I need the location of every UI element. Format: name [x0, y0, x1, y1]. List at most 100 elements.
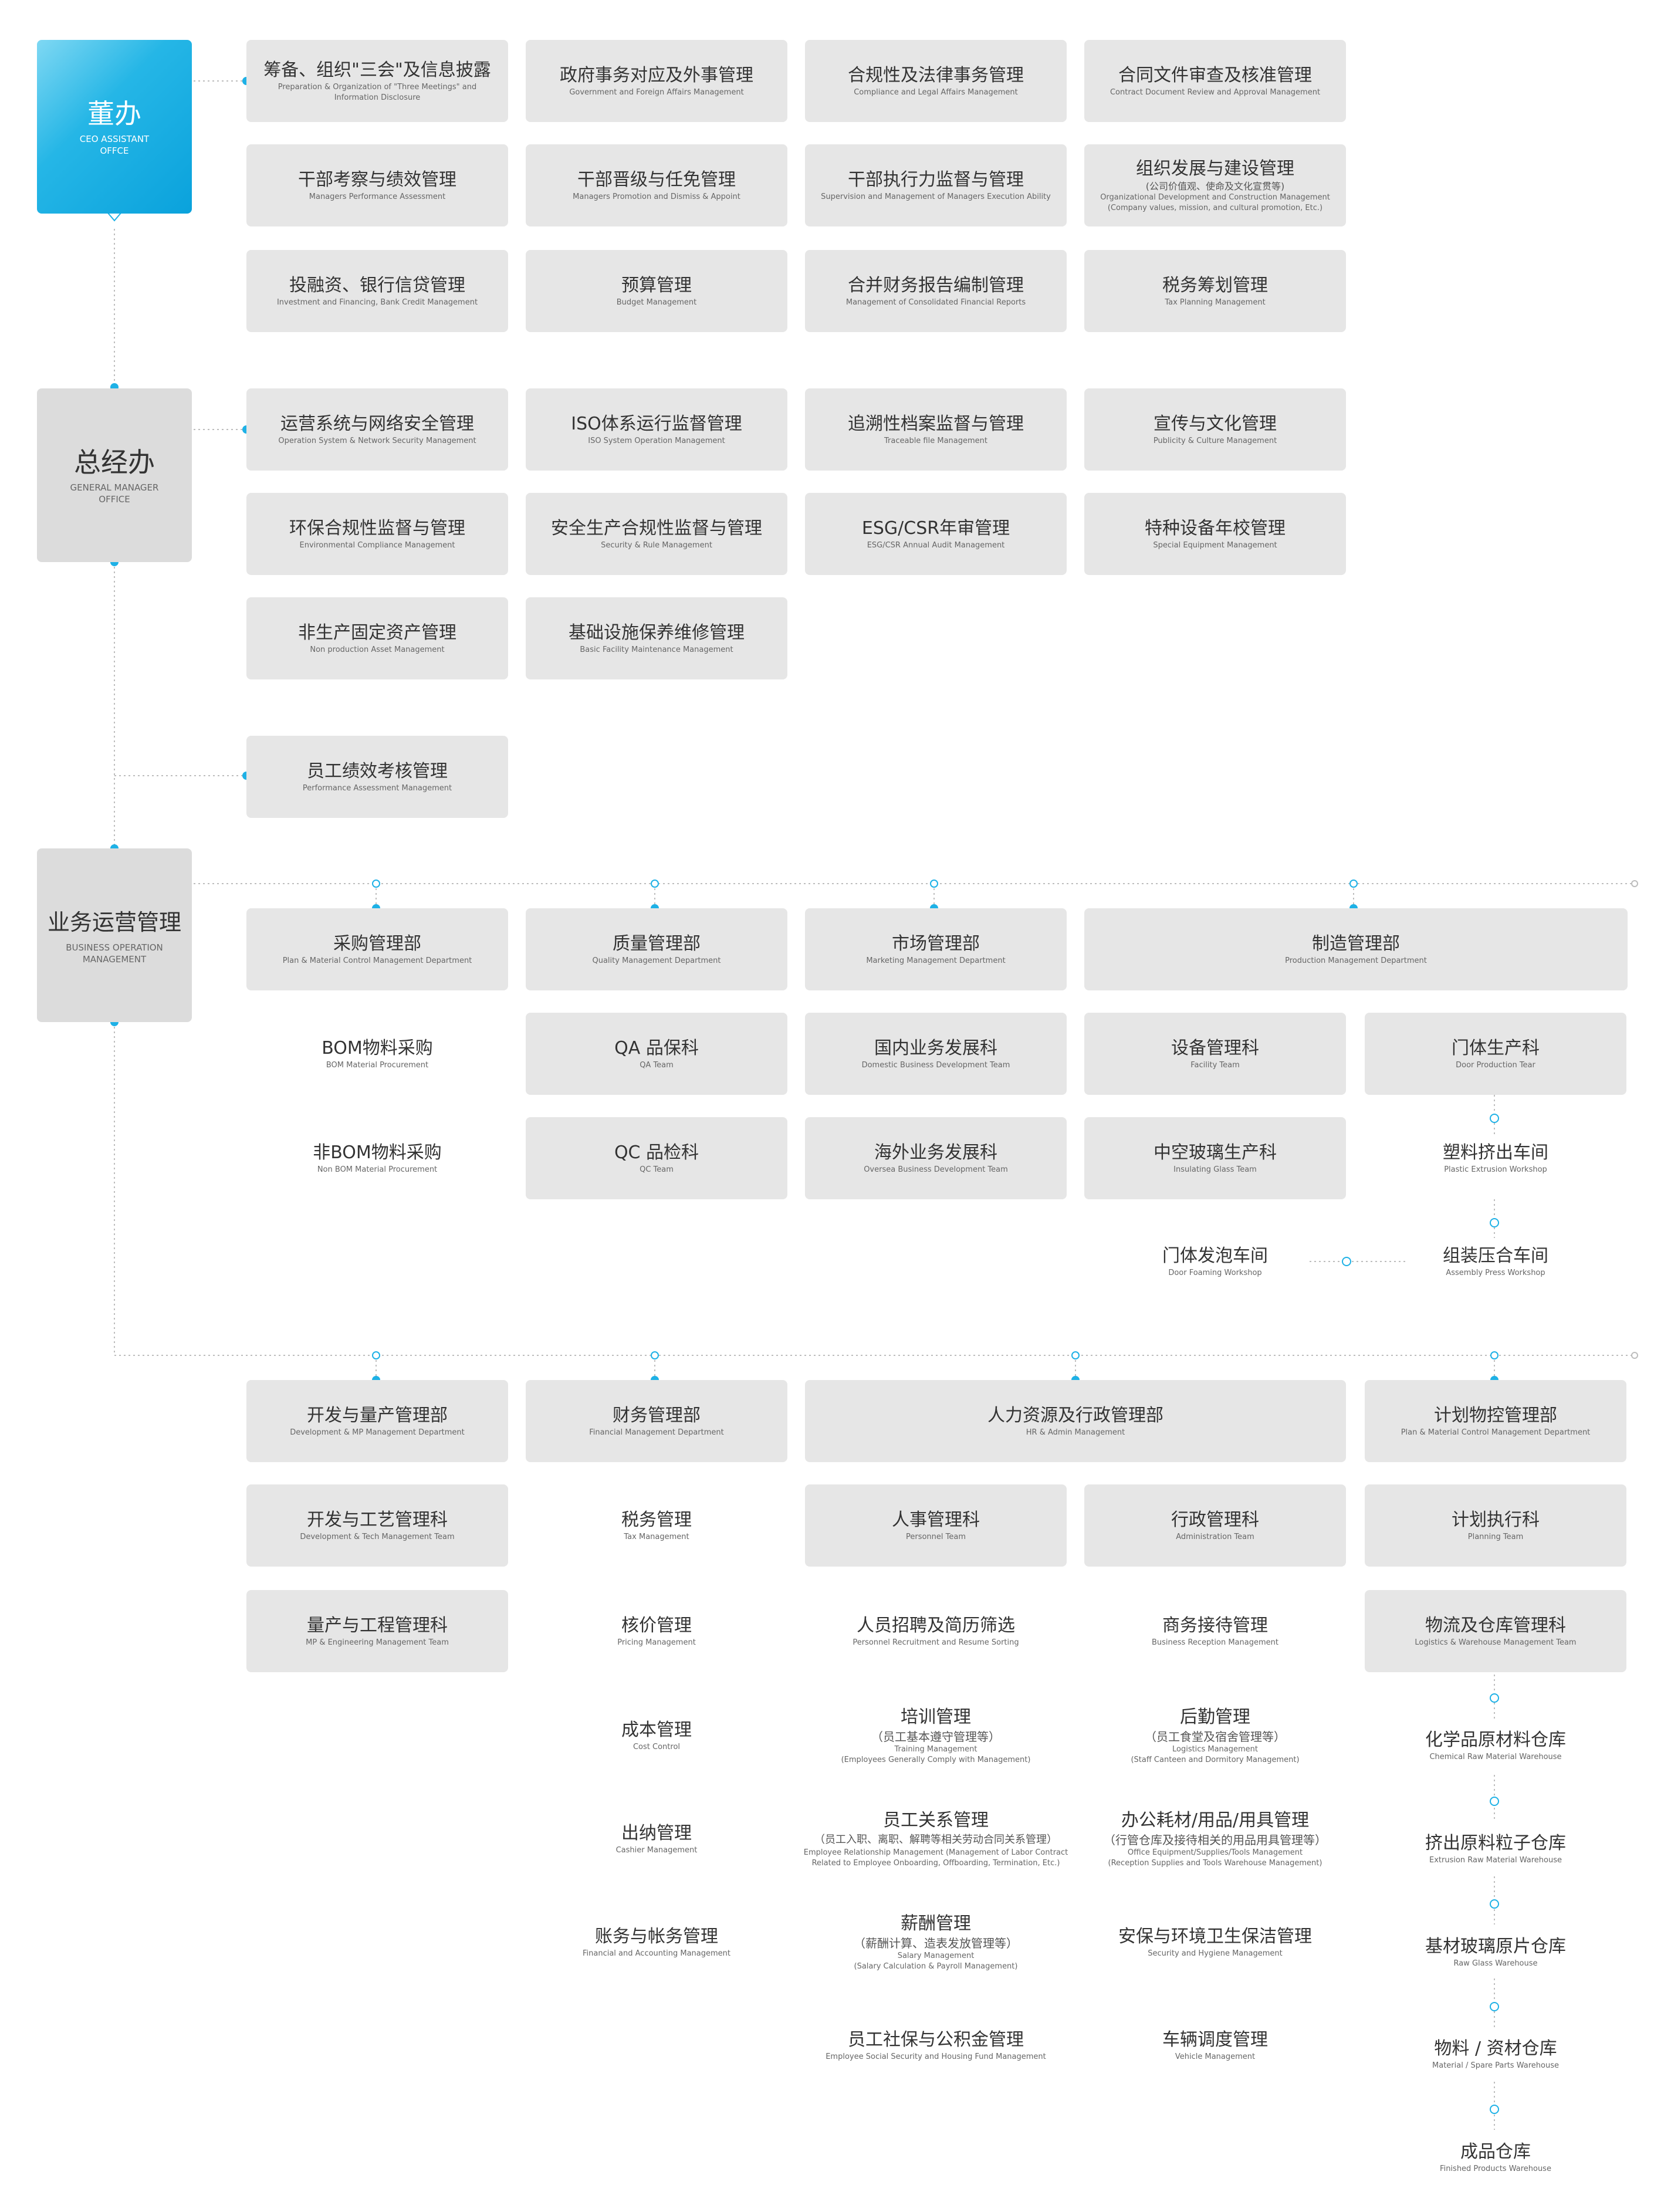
plan-logistics-warehouse-team[interactable]: 物流及仓库管理科 Logistics & Warehouse Managemen… [1365, 1590, 1626, 1672]
dept-quality[interactable]: 质量管理部 Quality Management Department [526, 908, 787, 990]
gm-item-traceable-file[interactable]: 追溯性档案监督与管理 Traceable file Management [805, 388, 1067, 471]
production-door-foaming[interactable]: 门体发泡车间 Door Foaming Workshop [1084, 1220, 1346, 1303]
item-subtitle: Security & Rule Management [601, 541, 712, 550]
general-manager-office[interactable]: 总经办 GENERAL MANAGER OFFICE [37, 388, 192, 562]
warehouse-finished-products[interactable]: 成品仓库 Finished Products Warehouse [1365, 2125, 1626, 2190]
item-subtitle: Pricing Management [617, 1638, 696, 1647]
hr-training[interactable]: 培训管理 （员工基本遵守管理等） Training Management (Em… [805, 1694, 1067, 1777]
gm-item-iso-system[interactable]: ISO体系运行监督管理 ISO System Operation Managem… [526, 388, 787, 471]
item-title: 组织发展与建设管理 [1136, 158, 1294, 179]
item-subtitle-2: (Employees Generally Comply with Managem… [841, 1756, 1031, 1764]
item-title: 门体生产科 [1452, 1038, 1540, 1058]
admin-security-hygiene[interactable]: 安保与环境卫生保洁管理 Security and Hygiene Managem… [1084, 1901, 1346, 1983]
purchasing-non-bom[interactable]: 非BOM物料采购 Non BOM Material Procurement [246, 1117, 508, 1199]
ceo-item-managers-execution[interactable]: 干部执行力监督与管理 Supervision and Management of… [805, 144, 1067, 226]
dept-purchasing[interactable]: 采购管理部 Plan & Material Control Management… [246, 908, 508, 990]
production-plastic-extrusion[interactable]: 塑料挤出车间 Plastic Extrusion Workshop [1365, 1117, 1626, 1199]
item-subtitle: Security and Hygiene Management [1148, 1949, 1283, 1958]
hr-social-security[interactable]: 员工社保与公积金管理 Employee Social Security and … [805, 2004, 1067, 2086]
business-operation-management[interactable]: 业务运营管理 BUSINESS OPERATION MANAGEMENT [37, 848, 192, 1022]
item-subtitle: Managers Performance Assessment [309, 192, 446, 201]
item-title: 办公耗材/用品/用具管理 [1121, 1810, 1310, 1831]
ceo-item-three-meetings[interactable]: 筹备、组织"三会"及信息披露 Preparation & Organizatio… [246, 40, 508, 122]
ceo-item-organization-development[interactable]: 组织发展与建设管理 (公司价值观、使命及文化宣贯等) Organizationa… [1084, 144, 1346, 226]
gm-item-publicity-culture[interactable]: 宣传与文化管理 Publicity & Culture Management [1084, 388, 1346, 471]
hr-salary[interactable]: 薪酬管理 （薪酬计算、造表发放管理等） Salary Management (S… [805, 1901, 1067, 1983]
hr-recruitment[interactable]: 人员招聘及简历筛选 Personnel Recruitment and Resu… [805, 1590, 1067, 1672]
admin-business-reception[interactable]: 商务接待管理 Business Reception Management [1084, 1590, 1346, 1672]
item-title: 出纳管理 [621, 1823, 692, 1844]
dept-marketing[interactable]: 市场管理部 Marketing Management Department [805, 908, 1067, 990]
warehouse-extrusion-raw[interactable]: 挤出原料粒子仓库 Extrusion Raw Material Warehous… [1365, 1817, 1626, 1881]
ceo-item-government-affairs[interactable]: 政府事务对应及外事管理 Government and Foreign Affai… [526, 40, 787, 122]
warehouse-chemical-raw[interactable]: 化学品原材料仓库 Chemical Raw Material Warehouse [1365, 1713, 1626, 1778]
quality-qa-team[interactable]: QA 品保科 QA Team [526, 1013, 787, 1095]
plan-planning-team[interactable]: 计划执行科 Planning Team [1365, 1484, 1626, 1567]
ceo-item-budget[interactable]: 预算管理 Budget Management [526, 250, 787, 332]
item-subtitle: Non production Asset Management [310, 645, 445, 654]
dev-tech-team[interactable]: 开发与工艺管理科 Development & Tech Management T… [246, 1484, 508, 1567]
finance-accounting[interactable]: 账务与帐务管理 Financial and Accounting Managem… [526, 1901, 787, 1983]
item-subtitle: Operation System & Network Security Mana… [278, 437, 476, 445]
production-insulating-glass[interactable]: 中空玻璃生产科 Insulating Glass Team [1084, 1117, 1346, 1199]
item-subtitle: BOM Material Procurement [326, 1061, 429, 1070]
finance-tax[interactable]: 税务管理 Tax Management [526, 1484, 787, 1567]
item-title: 车辆调度管理 [1162, 2030, 1268, 2050]
admin-vehicle[interactable]: 车辆调度管理 Vehicle Management [1084, 2004, 1346, 2086]
item-title: 非BOM物料采购 [313, 1142, 442, 1163]
dept-production[interactable]: 制造管理部 Production Management Department [1084, 908, 1628, 990]
dev-mp-engineering-team[interactable]: 量产与工程管理科 MP & Engineering Management Tea… [246, 1590, 508, 1672]
ceo-assistant-office[interactable]: 董办 CEO ASSISTANT OFFCE [37, 40, 192, 214]
gm-item-environmental[interactable]: 环保合规性监督与管理 Environmental Compliance Mana… [246, 493, 508, 575]
gm-item-special-equipment[interactable]: 特种设备年校管理 Special Equipment Management [1084, 493, 1346, 575]
hr-personnel-team[interactable]: 人事管理科 Personnel Team [805, 1484, 1067, 1567]
production-facility-team[interactable]: 设备管理科 Facility Team [1084, 1013, 1346, 1095]
gm-item-safety-production[interactable]: 安全生产合规性监督与管理 Security & Rule Management [526, 493, 787, 575]
marketing-domestic[interactable]: 国内业务发展科 Domestic Business Development Te… [805, 1013, 1067, 1095]
item-title: 门体发泡车间 [1162, 1246, 1268, 1266]
item-title: 行政管理科 [1171, 1510, 1259, 1530]
item-title: 环保合规性监督与管理 [289, 518, 465, 539]
finance-pricing[interactable]: 核价管理 Pricing Management [526, 1590, 787, 1672]
hr-administration-team[interactable]: 行政管理科 Administration Team [1084, 1484, 1346, 1567]
item-subtitle: Investment and Financing, Bank Credit Ma… [276, 298, 478, 307]
finance-cost[interactable]: 成本管理 Cost Control [526, 1694, 787, 1777]
production-assembly-press[interactable]: 组装压合车间 Assembly Press Workshop [1365, 1220, 1626, 1303]
item-subtitle: Logistics & Warehouse Management Team [1415, 1638, 1577, 1647]
dept-plan-material-control[interactable]: 计划物控管理部 Plan & Material Control Manageme… [1365, 1380, 1626, 1462]
ceo-item-compliance-legal[interactable]: 合规性及法律事务管理 Compliance and Legal Affairs … [805, 40, 1067, 122]
item-title: 物流及仓库管理科 [1425, 1615, 1566, 1636]
admin-office-supplies[interactable]: 办公耗材/用品/用具管理 （行管仓库及接待相关的用品用具管理等） Office … [1084, 1798, 1346, 1880]
gm-item-esg-csr[interactable]: ESG/CSR年审管理 ESG/CSR Annual Audit Managem… [805, 493, 1067, 575]
ceo-item-consolidated-reports[interactable]: 合并财务报告编制管理 Management of Consolidated Fi… [805, 250, 1067, 332]
dept-finance[interactable]: 财务管理部 Financial Management Department [526, 1380, 787, 1462]
hr-employee-relationship[interactable]: 员工关系管理 （员工入职、离职、解聘等相关劳动合同关系管理） Employee … [803, 1798, 1068, 1880]
warehouse-material-spare-parts[interactable]: 物料 / 资材仓库 Material / Spare Parts Warehou… [1365, 2022, 1626, 2086]
item-title: 基材玻璃原片仓库 [1425, 1936, 1566, 1957]
purchasing-bom[interactable]: BOM物料采购 BOM Material Procurement [246, 1013, 508, 1095]
item-title: 预算管理 [621, 275, 692, 296]
ceo-item-managers-promotion[interactable]: 干部晋级与任免管理 Managers Promotion and Dismiss… [526, 144, 787, 226]
dept-development-mp[interactable]: 开发与量产管理部 Development & MP Management Dep… [246, 1380, 508, 1462]
ceo-item-managers-performance[interactable]: 干部考察与绩效管理 Managers Performance Assessmen… [246, 144, 508, 226]
finance-cashier[interactable]: 出纳管理 Cashier Management [526, 1798, 787, 1880]
item-subtitle: Employee Relationship Management (Manage… [803, 1848, 1068, 1857]
ceo-office-subtitle-2: OFFCE [100, 146, 129, 156]
ceo-item-tax-planning[interactable]: 税务筹划管理 Tax Planning Management [1084, 250, 1346, 332]
warehouse-raw-glass[interactable]: 基材玻璃原片仓库 Raw Glass Warehouse [1365, 1920, 1626, 1984]
ceo-item-investment-financing[interactable]: 投融资、银行信贷管理 Investment and Financing, Ban… [246, 250, 508, 332]
marketing-oversea[interactable]: 海外业务发展科 Oversea Business Development Tea… [805, 1117, 1067, 1199]
admin-logistics[interactable]: 后勤管理 （员工食堂及宿舍管理等） Logistics Management (… [1084, 1694, 1346, 1777]
production-door-team[interactable]: 门体生产科 Door Production Tear [1365, 1013, 1626, 1095]
ceo-item-contract-review[interactable]: 合同文件审查及核准管理 Contract Document Review and… [1084, 40, 1346, 122]
dept-hr-admin[interactable]: 人力资源及行政管理部 HR & Admin Management [805, 1380, 1346, 1462]
performance-assessment[interactable]: 员工绩效考核管理 Performance Assessment Manageme… [246, 736, 508, 818]
gm-item-non-production-asset[interactable]: 非生产固定资产管理 Non production Asset Managemen… [246, 597, 508, 679]
ceo-office-title: 董办 [87, 98, 141, 130]
item-title: 中空玻璃生产科 [1154, 1142, 1277, 1163]
item-subtitle: ESG/CSR Annual Audit Management [867, 541, 1005, 550]
quality-qc-team[interactable]: QC 品检科 QC Team [526, 1117, 787, 1199]
gm-item-network-security[interactable]: 运营系统与网络安全管理 Operation System & Network S… [246, 388, 508, 471]
gm-item-facility-maintenance[interactable]: 基础设施保养维修管理 Basic Facility Maintenance Ma… [526, 597, 787, 679]
item-subtitle: Personnel Recruitment and Resume Sorting [853, 1638, 1019, 1647]
